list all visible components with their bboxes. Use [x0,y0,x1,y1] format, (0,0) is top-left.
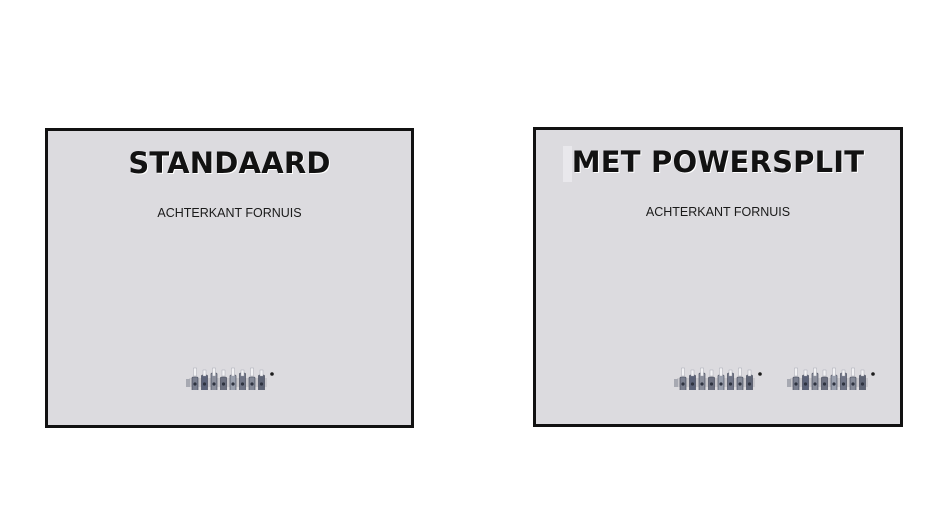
connector-pin [727,369,734,390]
connector-marker [270,372,274,376]
connector-marker [871,372,875,376]
connector-pin [679,367,687,390]
powersplit-subtitle: ACHTERKANT FORNUIS [645,205,791,219]
connector-pin [840,369,847,390]
connector-pin [717,367,725,390]
connector-pin [736,367,744,390]
standard-title: STANDAARD [128,146,331,180]
connector-pin [248,367,256,390]
connector-pin [830,367,838,390]
connector-pin [220,369,227,390]
connector-pin [708,369,715,390]
connector-plate [790,378,868,387]
connector-cap [674,379,678,387]
connector-icon [674,367,762,390]
connector-pin [792,367,800,390]
connector-pin [746,369,753,390]
connector-plate [189,378,267,387]
powersplit-panel: MET POWERSPLIT ACHTERKANT FORNUIS [533,127,903,427]
standard-subtitle: ACHTERKANT FORNUIS [157,206,302,220]
connector-cap [787,379,791,387]
connector-pin [698,367,706,390]
connector-icon [787,367,875,390]
connector-icon [186,367,274,390]
connector-pin [689,369,696,390]
connector-pin [239,369,246,390]
connector-pin [821,369,828,390]
connector-pin [258,369,265,390]
connector-pin [229,367,237,390]
connector-pin [849,367,857,390]
connector-cap [186,379,190,387]
connector-marker [758,372,762,376]
connector-pin [210,367,218,390]
connector-pin [859,369,866,390]
connector-pin [811,367,819,390]
connector-plate [677,378,755,387]
ghost-tab [563,146,572,182]
connector-pin [802,369,809,390]
connector-pin [191,367,199,390]
connector-pin [201,369,208,390]
standard-panel: STANDAARD ACHTERKANT FORNUIS [45,128,414,428]
powersplit-title: MET POWERSPLIT [571,145,865,179]
